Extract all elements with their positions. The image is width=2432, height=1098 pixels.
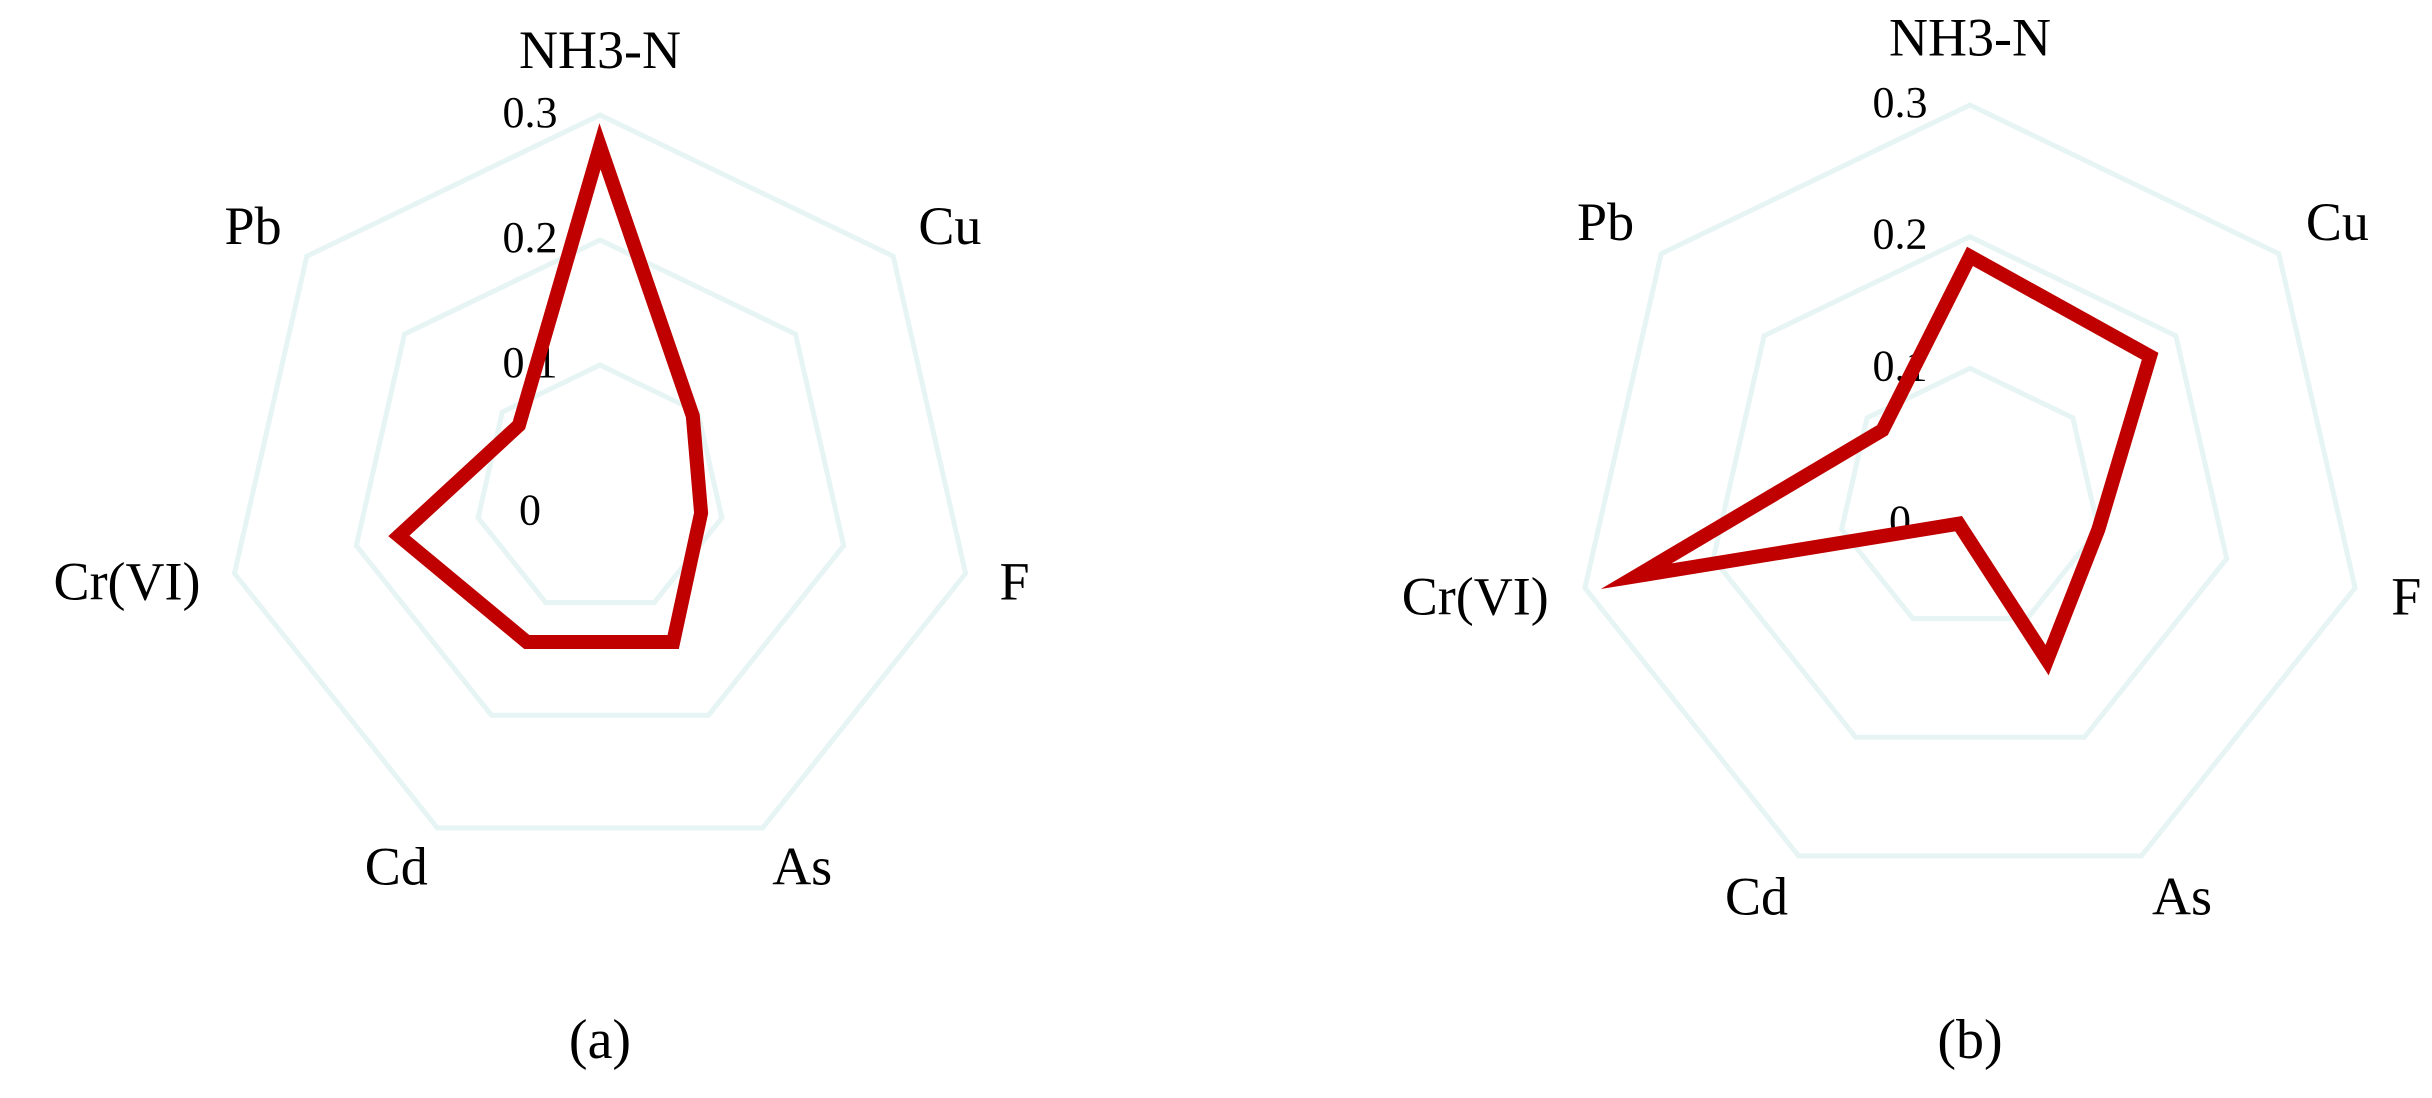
chart-b-grid-ring-3	[1582, 102, 2358, 859]
chart-a-data-point-nh3-n	[599, 145, 601, 148]
chart-b-axis-label-pb: Pb	[1577, 192, 1634, 252]
chart-a-axis-label-cd: Cd	[365, 836, 428, 896]
chart-b-data-point-nh3-n	[1969, 255, 1971, 258]
chart-b-axis-label-f: F	[2391, 566, 2421, 626]
chart-a-data-point-cd	[525, 641, 528, 643]
chart-b-tick-label-2: 0.2	[1873, 210, 1928, 259]
chart-a-grid-ring-1	[475, 362, 725, 606]
chart-a-data-point-cr-vi	[397, 534, 400, 537]
chart-b-axis-label-cu: Cu	[2306, 192, 2369, 252]
chart-a-axis-label-f: F	[1000, 552, 1030, 612]
chart-a-axis-label-cu: Cu	[918, 196, 981, 256]
chart-b-data-point-f	[2097, 528, 2100, 531]
chart-b-tick-label-3: 0.3	[1873, 78, 1928, 127]
chart-a-tick-label-0: 0	[519, 486, 541, 535]
chart-a-caption: (a)	[569, 1009, 631, 1071]
chart-b-axis-label-as: As	[2152, 867, 2212, 927]
chart-b-data-point-as	[2046, 659, 2049, 662]
chart-b-grid-ring-2	[1710, 233, 2230, 740]
chart-a-data-point-f	[700, 512, 703, 515]
chart-b-axis-label-cr-vi: Cr(VI)	[1402, 566, 1549, 626]
chart-b-series-line-0	[1600, 246, 2159, 676]
chart-b-data-point-cr-vi	[1635, 575, 1638, 578]
chart-a-data-point-cu	[691, 415, 694, 417]
chart-b-axis-label-cd: Cd	[1725, 867, 1788, 927]
chart-a-series-line-0	[388, 123, 709, 649]
chart-a-axis-label-nh3-n: NH3-N	[519, 20, 681, 80]
chart-a-data-point-pb	[517, 424, 520, 427]
chart-a-grid-ring-3	[231, 112, 969, 831]
chart-b-axis-label-nh3-n: NH3-N	[1889, 8, 2051, 68]
chart-b-data-point-cu	[2149, 355, 2152, 358]
chart-b-data-point-cd	[1957, 522, 1960, 525]
chart-b-caption: (b)	[1937, 1009, 2002, 1071]
chart-a-axis-label-pb: Pb	[225, 196, 282, 256]
chart-a-tick-label-3: 0.3	[503, 88, 558, 137]
chart-a-tick-label-2: 0.2	[503, 213, 558, 262]
chart-b-data-point-pb	[1881, 429, 1884, 432]
chart-a-grid-ring-2	[353, 237, 847, 718]
chart-b-grid-ring-1	[1838, 365, 2102, 622]
chart-a-axis-label-cr-vi: Cr(VI)	[54, 552, 201, 612]
chart-a-axis-label-as: As	[772, 836, 832, 896]
chart-a-data-point-as	[672, 641, 675, 643]
